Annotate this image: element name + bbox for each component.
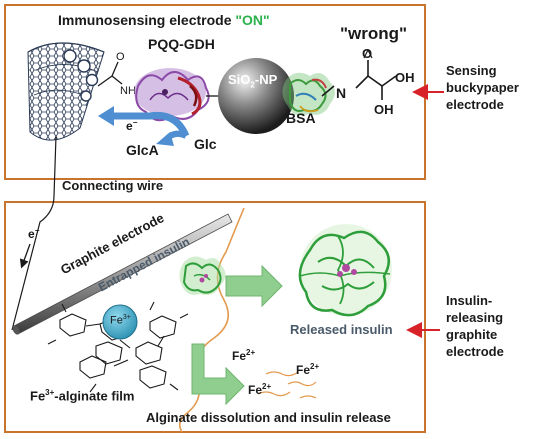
releasing-side-line-1: Insulin- [446, 293, 493, 308]
amide-linker [97, 61, 123, 87]
bsa-protein-icon [282, 72, 335, 116]
sio2-np-suffix: -NP [254, 72, 278, 87]
electron-down-arrow [19, 243, 31, 269]
top-electron-sup: − [132, 118, 138, 127]
top-electron-label: e− [126, 118, 137, 133]
fe2-sup-2: 2+ [310, 362, 320, 371]
silica-nanoparticle [218, 58, 294, 134]
fe2-label-2: Fe2+ [296, 362, 319, 377]
connecting-wire-label: Connecting wire [62, 178, 164, 193]
linker-o-label: O [116, 51, 125, 63]
fe2-sup-3: 2+ [262, 382, 272, 391]
fe3-ion-label: Fe3+ [110, 314, 131, 327]
fe3-ion-sup: 3+ [122, 314, 131, 321]
releasing-side-line-3: graphite [446, 327, 498, 342]
sensing-side-line-2: buckypaper [446, 80, 519, 95]
entrapped-insulin-icon [179, 256, 226, 295]
sensing-title: Immunosensing electrode "ON" [58, 12, 270, 28]
fe2-text-3: Fe [248, 383, 263, 397]
released-insulin-icon [298, 224, 392, 317]
release-arrow-right [225, 264, 283, 308]
electron-transfer-arrow [98, 106, 190, 146]
fe2-label-1: Fe2+ [232, 348, 255, 363]
bottom-electron-label: e− [28, 226, 39, 241]
chem-o-label: O [362, 46, 372, 61]
fe2-sup-1: 2+ [246, 348, 256, 357]
dissolution-label: Alginate dissolution and insulin release [146, 410, 391, 425]
sensing-side-line-3: electrode [446, 97, 504, 112]
linker-nh-label: NH [120, 85, 136, 97]
top-electron-e: e [126, 119, 133, 133]
fe2-label-3: Fe2+ [248, 382, 271, 397]
sio2-np-text: SiO [228, 72, 251, 87]
bottom-electron-e: e [28, 227, 35, 241]
glca-label: GlcA [126, 142, 159, 158]
fe2-text-2: Fe [296, 363, 311, 377]
film-label-prefix: Fe [30, 388, 46, 404]
film-label-sup: 3+ [45, 388, 55, 397]
releasing-side-line-2: releasing [446, 310, 504, 325]
pqq-gdh-label: PQQ-GDH [148, 36, 215, 52]
fe3-ion-text: Fe [110, 314, 123, 327]
wrong-molecule-structure [321, 49, 397, 100]
glc-label: Glc [194, 136, 217, 152]
released-insulin-label: Released insulin [290, 322, 393, 337]
bottom-electron-sup: − [34, 226, 40, 235]
bsa-label: BSA [286, 110, 316, 126]
carbon-nanotube-icon [27, 42, 105, 141]
fe3-ion-icon [102, 304, 138, 340]
sio2-np-sub: 2 [250, 80, 255, 90]
sensing-title-on: "ON" [235, 12, 270, 28]
dissolved-alginate-strands [257, 371, 317, 399]
chem-n-label: N [336, 85, 346, 101]
pqq-gdh-enzyme-icon [134, 68, 210, 122]
connecting-wire [11, 135, 57, 331]
fe2-text-1: Fe [232, 349, 247, 363]
releasing-panel [4, 201, 426, 433]
sensing-side-line-1: Sensing [446, 63, 497, 78]
sensing-side-label: Sensing buckypaper electrode [446, 62, 519, 113]
releasing-side-line-4: electrode [446, 344, 504, 359]
wrong-label: "wrong" [340, 24, 408, 43]
releasing-side-label: Insulin- releasing graphite electrode [446, 292, 504, 360]
graphite-electrode-rod [12, 213, 233, 335]
film-label-suffix: -alginate film [54, 388, 135, 404]
chem-oh1-label: OH [395, 70, 415, 85]
alginate-boundary-curve [178, 207, 245, 433]
alginate-film-label: Fe3+-alginate film [30, 388, 134, 403]
dissolution-arrow [191, 343, 245, 406]
sio2-np-label: SiO2-NP [228, 72, 277, 90]
sensing-title-prefix: Immunosensing electrode [58, 12, 236, 28]
chem-oh2-label: OH [374, 102, 394, 117]
